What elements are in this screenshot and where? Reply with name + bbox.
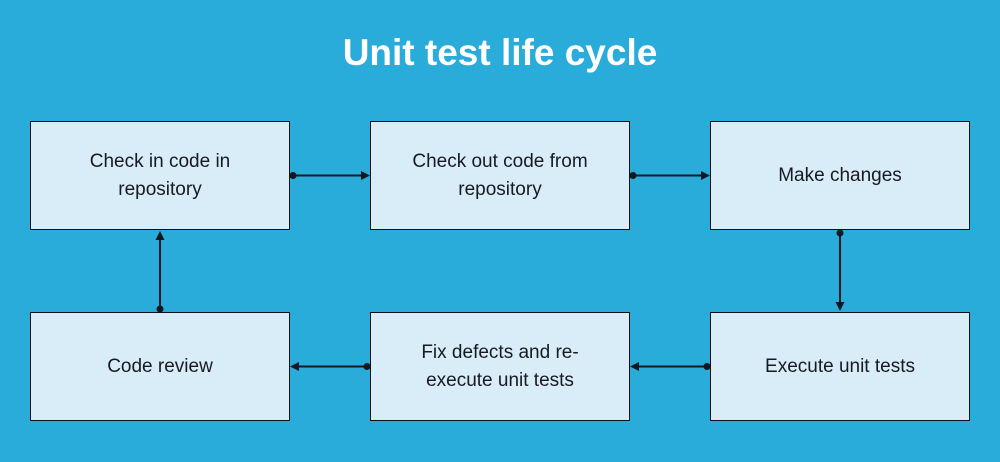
node-label: Code review — [107, 355, 213, 377]
node-label: Check in code in repository — [89, 150, 231, 200]
node-fix-defects: Fix defects and re-execute unit tests — [370, 312, 630, 421]
node-check-in-code: Check in code in repository — [30, 121, 290, 230]
node-label: Fix defects and re-execute unit tests — [421, 341, 579, 391]
arrowhead-icon — [361, 171, 370, 180]
node-label: Execute unit tests — [765, 355, 915, 377]
edge-make-changes-to-execute-tests — [835, 229, 845, 311]
arrowhead-icon — [155, 231, 165, 240]
arrowhead-icon — [290, 362, 299, 371]
arrowhead-icon — [630, 362, 639, 371]
node-execute-tests: Execute unit tests — [710, 312, 970, 421]
node-code-review: Code review — [30, 312, 290, 421]
connector-dot — [289, 172, 297, 179]
edge-fix-defects-to-code-review — [290, 362, 371, 371]
page-title: Unit test life cycle — [342, 32, 658, 73]
connector-dot — [629, 172, 637, 179]
node-make-changes: Make changes — [710, 121, 970, 230]
edge-code-review-to-check-in — [155, 231, 165, 313]
edge-check-in-to-check-out — [289, 171, 370, 180]
node-check-out-code: Check out code from repository — [370, 121, 630, 230]
connector-dot — [836, 229, 844, 237]
node-label: Make changes — [778, 164, 902, 186]
arrowhead-icon — [701, 171, 710, 180]
node-label: Check out code from repository — [412, 150, 588, 200]
edge-execute-tests-to-fix-defects — [630, 362, 711, 371]
arrowhead-icon — [835, 302, 845, 311]
edge-check-out-to-make-changes — [629, 171, 710, 180]
